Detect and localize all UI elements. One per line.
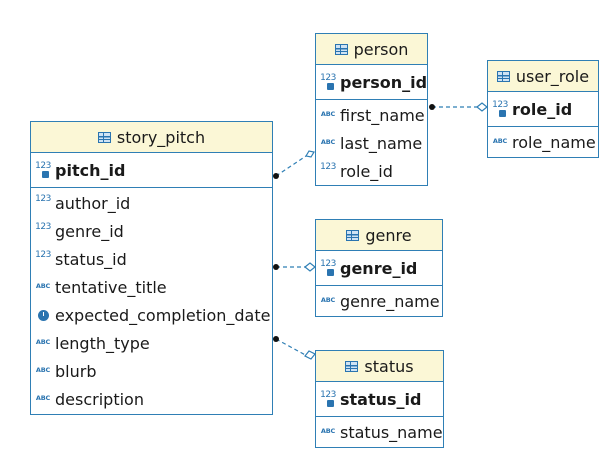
entity-genre[interactable]: genre 123 genre_id ABC genre_name [315,219,443,317]
relationship-end-diamond [304,262,316,272]
entity-header: user_role [488,61,598,92]
table-icon [97,131,111,143]
entity-header: story_pitch [31,122,272,153]
column-list: ABC status_name [316,417,443,446]
relationship-end-diamond [304,350,316,360]
entity-header: genre [316,220,442,251]
entity-story-pitch[interactable]: story_pitch 123 pitch_id 123 author_id 1… [30,121,273,415]
column-list: ABC genre_name [316,286,442,315]
entity-header: person [316,34,427,65]
primary-key-row[interactable]: 123 status_id [316,382,443,417]
primary-key-icon: 123 [319,390,337,407]
numeric-icon: 123 [35,250,51,260]
text-icon: ABC [35,366,51,374]
column-name: role_id [340,161,393,181]
primary-key-icon: 123 [319,73,337,90]
text-icon: ABC [35,394,51,402]
primary-key-row[interactable]: 123 person_id [316,65,427,100]
entity-user-role[interactable]: user_role 123 role_id ABC role_name [487,60,599,158]
relationship-start-dot [273,173,279,179]
column-name: role_id [512,99,573,119]
entity-title: story_pitch [116,127,206,147]
clock-icon [34,309,52,321]
column-row[interactable]: ABC genre_name [316,287,442,315]
entity-title: genre [365,225,412,245]
entity-status[interactable]: status 123 status_id ABC status_name [315,350,444,448]
primary-key-icon: 123 [34,161,52,178]
relationship-start-dot [273,264,279,270]
column-list: 123 author_id 123 genre_id 123 status_id… [31,188,272,413]
table-icon [346,229,360,241]
column-row[interactable]: ABC first_name [316,101,427,129]
column-row[interactable]: ABC tentative_title [31,273,272,301]
column-name: author_id [55,193,131,213]
column-name: length_type [55,333,150,353]
column-row[interactable]: ABC last_name [316,129,427,157]
primary-key-icon: 123 [319,259,337,276]
numeric-icon: 123 [320,162,336,172]
table-icon [496,70,510,82]
numeric-icon: 123 [35,222,51,232]
entity-title: status [364,356,414,376]
primary-key-icon: 123 [491,100,509,117]
relationship-story-pitch-person [275,153,310,177]
table-icon [345,360,359,372]
column-name: pitch_id [55,160,126,180]
entity-person[interactable]: person 123 person_id ABC first_name ABC … [315,33,428,186]
text-icon: ABC [320,427,336,435]
entity-header: status [316,351,443,382]
column-row[interactable]: 123 genre_id [31,217,272,245]
column-name: status_id [55,249,127,269]
relationship-story-pitch-status [275,338,310,358]
text-icon: ABC [35,282,51,290]
text-icon: ABC [492,137,508,145]
column-name: description [55,389,144,409]
column-name: status_name [340,422,443,442]
column-row[interactable]: ABC length_type [31,329,272,357]
column-name: first_name [340,105,425,125]
column-name: last_name [340,133,423,153]
column-row[interactable]: ABC blurb [31,357,272,385]
column-row[interactable]: ABC description [31,385,272,413]
entity-title: user_role [515,66,590,86]
primary-key-row[interactable]: 123 pitch_id [31,153,272,188]
column-row[interactable]: 123 author_id [31,189,272,217]
column-name: expected_completion_date [55,305,271,325]
column-row[interactable]: expected_completion_date [31,301,272,329]
column-row[interactable]: 123 role_id [316,157,427,185]
column-name: blurb [55,361,97,381]
relationship-end-diamond [305,150,315,158]
column-name: genre_id [55,221,124,241]
table-icon [334,43,348,55]
column-name: genre_name [340,291,440,311]
relationship-start-dot [429,104,435,110]
column-list: ABC role_name [488,127,598,156]
column-name: tentative_title [55,277,167,297]
relationship-start-dot [273,336,279,342]
column-row[interactable]: ABC status_name [316,418,443,446]
column-list: ABC first_name ABC last_name 123 role_id [316,100,427,185]
text-icon: ABC [320,138,336,146]
column-name: genre_id [340,258,418,278]
numeric-icon: 123 [35,194,51,204]
column-row[interactable]: ABC role_name [488,128,598,156]
text-icon: ABC [320,296,336,304]
text-icon: ABC [320,110,336,118]
column-name: status_id [340,389,422,409]
primary-key-row[interactable]: 123 genre_id [316,251,442,286]
column-row[interactable]: 123 status_id [31,245,272,273]
entity-title: person [353,39,409,59]
relationship-end-diamond [476,102,488,112]
column-name: role_name [512,132,596,152]
primary-key-row[interactable]: 123 role_id [488,92,598,127]
column-name: person_id [340,72,428,92]
text-icon: ABC [35,338,51,346]
